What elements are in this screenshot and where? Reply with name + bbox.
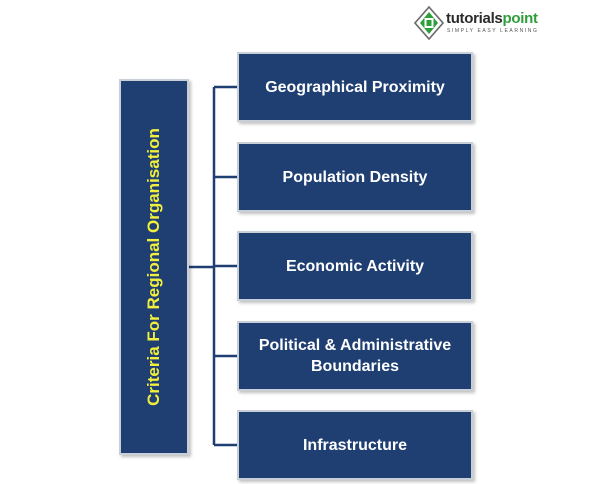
node-infrastructure: Infrastructure — [237, 410, 473, 480]
node-label: Economic Activity — [285, 257, 425, 275]
tutorialspoint-logo-icon — [414, 6, 444, 40]
node-label: Geographical Proximity — [265, 78, 445, 96]
logo-word-main: tutorials — [446, 10, 503, 27]
node-geographical-proximity: Geographical Proximity — [237, 52, 473, 122]
logo-tagline: SIMPLY EASY LEARNING — [447, 28, 539, 34]
logo-word-accent: point — [502, 10, 538, 27]
node-population-density: Population Density — [237, 142, 473, 212]
node-economic-activity: Economic Activity — [237, 231, 473, 301]
node-political-administrative-boundaries: Political & Administrative Boundaries — [237, 321, 473, 391]
logo-wordmark: tutorialspoint — [446, 10, 538, 27]
root-node: Criteria For Regional Organisation — [119, 79, 189, 455]
node-label: Population Density — [282, 168, 428, 186]
tutorialspoint-logo: tutorialspoint SIMPLY EASY LEARNING — [414, 6, 564, 40]
node-label: Political & Administrative Boundaries — [258, 337, 452, 375]
node-label: Infrastructure — [302, 436, 408, 454]
root-node-label: Criteria For Regional Organisation — [144, 128, 163, 406]
